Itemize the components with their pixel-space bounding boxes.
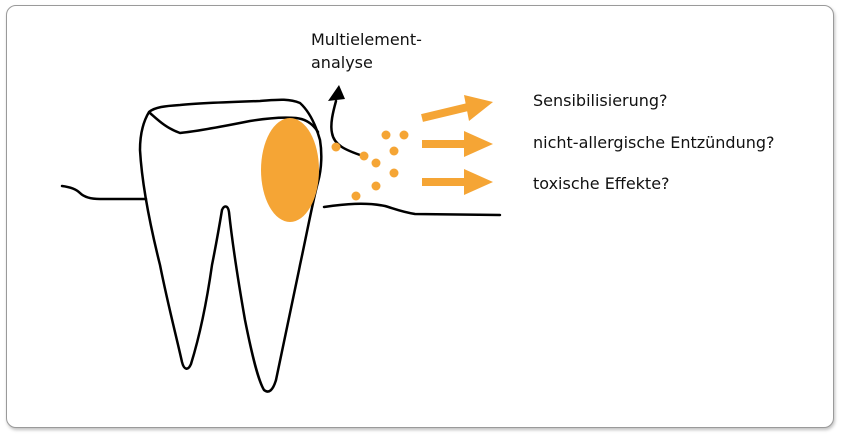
effect-arrow-2 [422,131,493,157]
effect-label-2: nicht-allergische Entzündung? [533,133,775,152]
particle [331,142,341,152]
effect-label-3: toxische Effekte? [533,174,670,193]
particle [371,158,381,168]
particle [389,146,399,156]
effect-arrow-3 [422,169,493,195]
analysis-arrow-head [328,85,345,101]
diagram-frame [6,5,834,428]
particles [331,130,409,201]
particle [389,168,399,178]
analysis-label-line2: analyse [311,53,373,72]
gum-line-left [60,184,148,201]
analysis-arrow-line [330,99,365,158]
effect-label-1: Sensibilisierung? [533,91,668,110]
tooth-outline [138,98,323,393]
particle [371,181,381,191]
tooth-crown-line [148,111,320,135]
effect-arrow-1 [421,95,493,122]
particle [381,130,391,140]
particle [351,191,361,201]
analysis-label-line1: Multielement- [311,30,422,49]
gum-line-right [322,202,502,217]
particle [399,130,409,140]
particle [359,151,369,161]
filling-ellipse [261,118,319,222]
